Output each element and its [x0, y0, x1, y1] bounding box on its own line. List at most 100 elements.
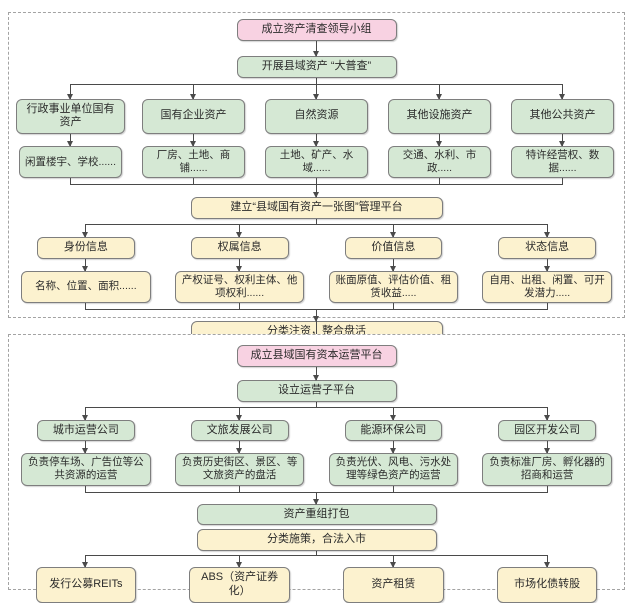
connector-stub — [316, 77, 317, 84]
arrow-row — [9, 134, 624, 147]
arrow-down — [236, 258, 243, 272]
branch-4 — [9, 224, 624, 238]
arrow-down — [389, 441, 396, 455]
node-category-soe: 国有企业资产 — [141, 98, 246, 134]
node-info-ownership: 权属信息 — [190, 237, 289, 259]
merge-4 — [9, 485, 624, 493]
node-exit-lease: 资产租赁 — [343, 567, 444, 603]
connector-line — [193, 178, 194, 186]
arrow-down — [82, 406, 89, 421]
node-info-status: 状态信息 — [498, 237, 596, 259]
connector-line — [439, 178, 440, 186]
node-category-admin: 行政事业单位国有资产 — [16, 98, 125, 134]
arrow-down — [313, 83, 319, 100]
node-company-park-detail: 负责标准厂房、孵化器的招商和运营 — [482, 453, 612, 486]
arrow-down — [236, 224, 243, 238]
node-exit-reits: 发行公募REITs — [35, 567, 137, 603]
node-company-energy: 能源环保公司 — [344, 419, 443, 442]
connector-line — [546, 485, 548, 493]
connector-line — [392, 303, 394, 310]
connector-line — [85, 485, 87, 493]
section-asset-census: 成立资产清查领导小组 开展县域资产 “大普查” 行政事业单位国有资产 国有企业资… — [8, 12, 625, 343]
node-company-energy-detail: 负责光伏、风电、污水处理等绿色资产的运营 — [328, 453, 459, 486]
node-detail-natural: 土地、矿产、水域...... — [264, 146, 369, 179]
arrow-row — [9, 441, 624, 455]
branch-4 — [9, 555, 624, 568]
connector-line — [316, 178, 317, 186]
connector-line — [562, 178, 563, 186]
node-exit-debt-equity: 市场化债转股 — [496, 567, 598, 603]
arrow-down — [559, 134, 565, 147]
node-detail-soe: 厂房、土地、商铺...... — [141, 146, 246, 179]
section-capital-operation: 成立县域国有资本运营平台 设立运营子平台 城市运营公司 文旅发展公司 能源环保公… — [8, 334, 625, 603]
arrow-down — [82, 258, 89, 272]
company-row: 城市运营公司 文旅发展公司 能源环保公司 园区开发公司 — [9, 419, 624, 442]
node-census: 开展县域资产 “大普查” — [236, 55, 397, 78]
arrow-down — [67, 134, 73, 147]
arrow-down — [313, 185, 319, 199]
branch-5 — [9, 83, 624, 100]
node-info-identity: 身份信息 — [37, 237, 135, 259]
node-leading-group: 成立资产清查领导小组 — [236, 19, 397, 41]
node-category-natural: 自然资源 — [264, 98, 369, 134]
node-company-park: 园区开发公司 — [498, 419, 596, 442]
arrow-down — [236, 555, 243, 568]
arrow-down — [389, 406, 396, 421]
node-one-map-platform: 建立“县域国有资产一张图”管理平台 — [190, 197, 443, 219]
node-info-identity-detail: 名称、位置、面积...... — [21, 270, 151, 303]
node-info-value-detail: 账面原值、评估价值、租赁收益..... — [328, 270, 459, 303]
connector-stub — [316, 401, 317, 407]
arrow-down — [190, 134, 196, 147]
arrow-down — [313, 366, 319, 381]
arrow-down — [543, 555, 550, 568]
arrow-down — [543, 258, 550, 272]
node-exit-abs: ABS（资产证券化） — [189, 567, 290, 603]
node-capital-platform: 成立县域国有资本运营平台 — [236, 345, 397, 367]
node-category-public: 其他公共资产 — [510, 98, 615, 134]
arrow-down — [313, 134, 319, 147]
node-repack: 资产重组打包 — [196, 503, 437, 526]
arrow-down — [82, 441, 89, 455]
info-detail-row: 名称、位置、面积...... 产权证号、权利主体、他项权利...... 账面原值… — [9, 270, 624, 303]
node-company-tourism: 文旅发展公司 — [190, 419, 289, 442]
arrow-down — [236, 441, 243, 455]
category-row: 行政事业单位国有资产 国有企业资产 自然资源 其他设施资产 其他公共资产 — [9, 98, 624, 134]
arrow-down — [67, 83, 73, 100]
connector-line — [239, 485, 241, 493]
arrow-down — [82, 224, 89, 238]
arrow-down — [543, 224, 550, 238]
node-info-value: 价值信息 — [344, 237, 443, 259]
arrow-down — [436, 134, 442, 147]
arrow-down — [543, 406, 550, 421]
arrow-down — [389, 258, 396, 272]
arrow-down — [543, 441, 550, 455]
arrow-down — [82, 555, 89, 568]
connector-stub — [316, 219, 317, 224]
exit-row: 发行公募REITs ABS（资产证券化） 资产租赁 市场化债转股 — [9, 567, 624, 603]
connector-line — [70, 178, 71, 186]
arrow-row — [9, 258, 624, 272]
merge-5 — [9, 178, 624, 186]
node-info-ownership-detail: 产权证号、权利主体、他项权利...... — [174, 270, 305, 303]
connector-line — [239, 303, 241, 310]
node-company-city: 城市运营公司 — [37, 419, 135, 442]
arrow-down — [436, 83, 442, 100]
arrow-down — [559, 83, 565, 100]
arrow-down — [313, 492, 319, 505]
merge-4 — [9, 303, 624, 310]
connector-line — [392, 485, 394, 493]
connector-stub — [316, 551, 317, 555]
arrow-down — [236, 406, 243, 421]
node-detail-admin: 闲置楼宇、学校...... — [18, 146, 123, 179]
connector-line — [546, 303, 548, 310]
node-category-facility: 其他设施资产 — [387, 98, 492, 134]
arrow-down — [313, 40, 319, 57]
node-detail-public: 特许经营权、数据...... — [510, 146, 615, 179]
node-company-city-detail: 负责停车场、广告位等公共资源的运营 — [21, 453, 151, 486]
node-info-status-detail: 自用、出租、闲置、可开发潜力..... — [482, 270, 612, 303]
arrow-down — [389, 224, 396, 238]
connector-line — [85, 303, 87, 310]
node-sub-platform: 设立运营子平台 — [236, 379, 397, 402]
info-row: 身份信息 权属信息 价值信息 状态信息 — [9, 237, 624, 259]
